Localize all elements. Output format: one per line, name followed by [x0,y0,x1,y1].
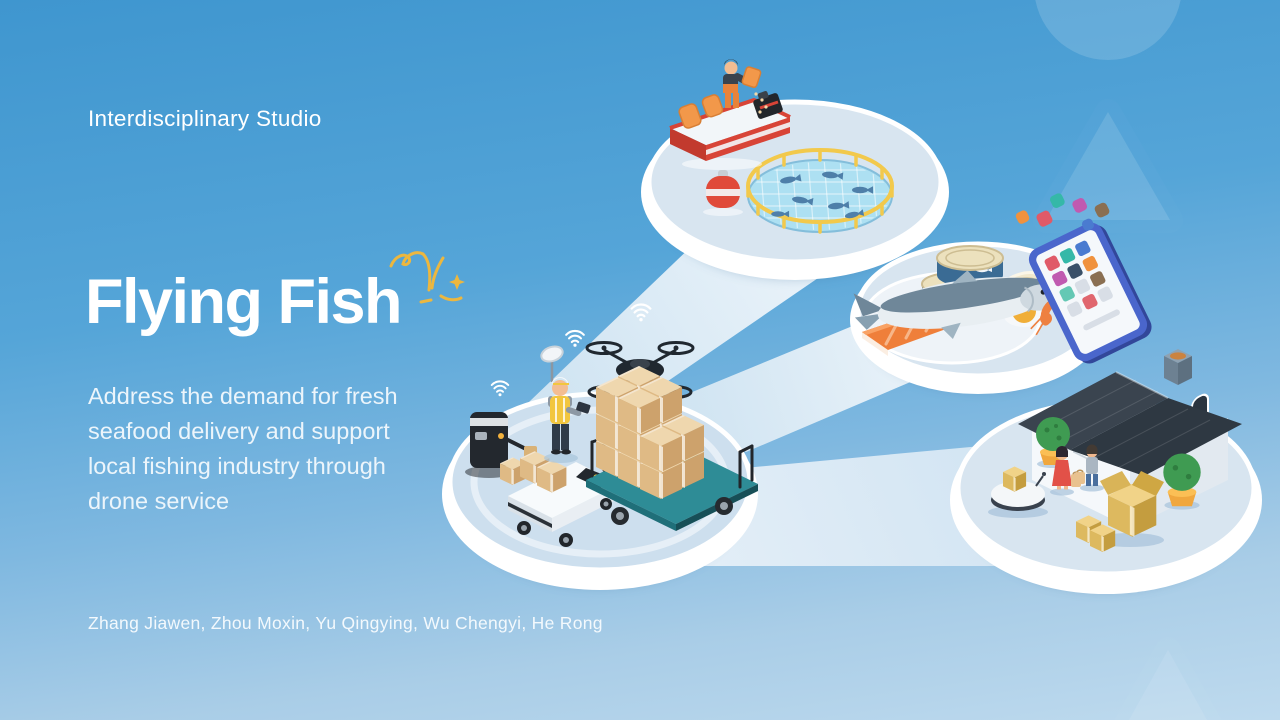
platform-home-delivery [950,349,1262,594]
description-line: seafood delivery and support [88,418,390,444]
beam-top [505,240,856,425]
background-decor [1035,0,1207,720]
description-line: Address the demand for fresh [88,383,398,409]
decor-triangle-icon [1046,112,1170,220]
roof-right [1070,398,1242,476]
planter-icon [1163,453,1201,510]
floating-app-icons [1015,193,1110,231]
star-icon [449,274,465,290]
fisherman-icon [723,59,768,114]
platform-seafood-app [850,193,1152,394]
authors-credits: Zhang Jiawen, Zhou Moxin, Yu Qingying, W… [88,613,603,633]
chimney-icon [1164,349,1192,385]
studio-label: Interdisciplinary Studio [88,106,322,131]
woman-icon [1052,446,1081,490]
platform-fish-farm [641,59,949,280]
fish-pen-icon [746,148,894,234]
delivery-robot-icon [988,466,1048,518]
slide-description: Address the demand for fresh seafood del… [88,379,398,519]
app-grid-icon [1044,240,1120,331]
description-line: local fishing industry through [88,453,386,479]
wifi-icon [490,380,510,398]
decor-circle [1035,0,1181,60]
buoy-icon [703,170,743,216]
description-line: drone service [88,488,230,514]
satellite-dish-icon [540,329,585,382]
decor-triangle-bottom-icon [1129,650,1207,720]
fishing-boat-icon [669,59,791,170]
worker-icon [540,329,591,463]
residents-icon [1050,444,1104,496]
parcel-boxes-icon [1076,471,1164,552]
man-icon [1075,444,1098,486]
smartphone-icon [1015,193,1152,364]
platform-drone-hub [442,303,758,590]
splash-doodle-icon [389,251,465,304]
page-title: Flying Fish [85,267,403,337]
